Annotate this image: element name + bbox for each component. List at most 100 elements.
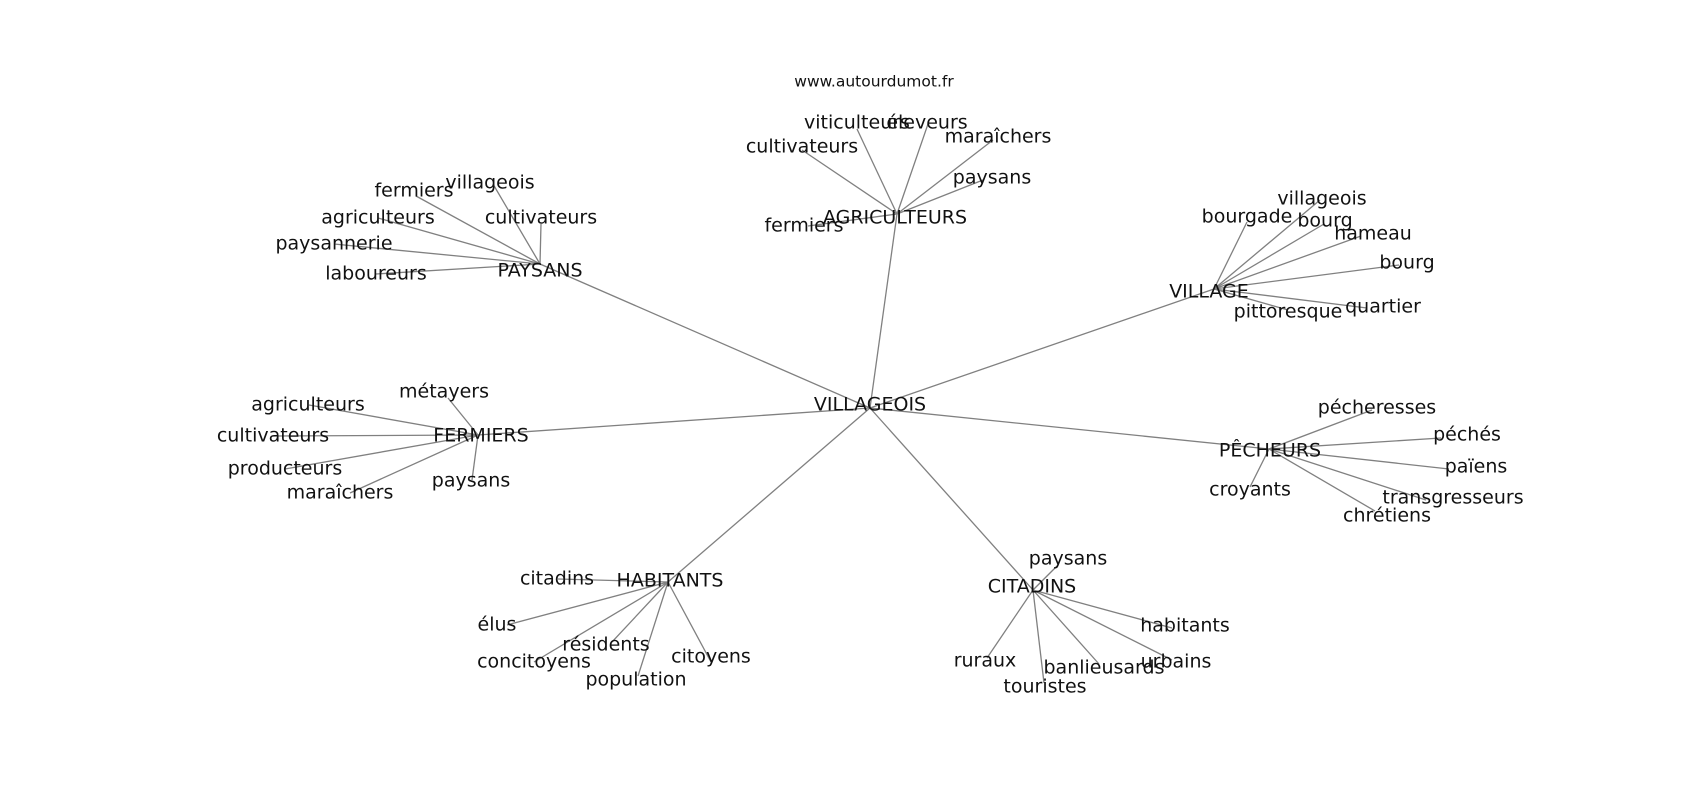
leaf-node-citadins-0: paysans xyxy=(1029,548,1107,570)
edge-village-leaf-6 xyxy=(1213,288,1368,309)
edge-village-leaf-3 xyxy=(1213,235,1362,290)
leaf-node-agriculteurs-3: cultivateurs xyxy=(746,136,858,158)
edge-pecheurs-leaf-1 xyxy=(1268,437,1442,450)
edge-village-leaf-4 xyxy=(1213,264,1400,290)
edge-center-citadins xyxy=(869,407,1034,591)
leaf-node-fermiers-0: métayers xyxy=(399,381,489,403)
leaf-node-pecheurs-5: chrétiens xyxy=(1343,505,1431,527)
leaf-node-paysans-5: laboureurs xyxy=(325,263,427,285)
leaf-node-paysans-3: cultivateurs xyxy=(485,207,597,229)
hub-node-habitants: HABITANTS xyxy=(617,570,724,592)
edge-pecheurs-leaf-3 xyxy=(1249,448,1270,488)
leaf-node-agriculteurs-2: maraîchers xyxy=(945,126,1052,148)
hub-node-agriculteurs: AGRICULTEURS xyxy=(823,207,967,229)
edge-pecheurs-leaf-2 xyxy=(1268,448,1450,470)
edge-habitants-leaf-5 xyxy=(637,581,669,677)
leaf-node-habitants-5: population xyxy=(585,669,686,691)
edge-fermiers-leaf-1 xyxy=(308,404,479,436)
hub-node-paysans: PAYSANS xyxy=(497,260,582,282)
leaf-node-village-4: bourg xyxy=(1379,252,1434,274)
edges-layer xyxy=(272,123,1450,684)
edge-village-leaf-2 xyxy=(1213,223,1325,290)
leaf-node-paysans-1: villageois xyxy=(445,172,534,194)
edge-center-pecheurs xyxy=(869,407,1270,450)
edge-habitants-leaf-0 xyxy=(557,578,669,583)
edge-paysans-leaf-1 xyxy=(492,183,541,265)
leaf-node-pecheurs-1: péchés xyxy=(1433,424,1501,446)
leaf-node-fermiers-3: producteurs xyxy=(228,458,343,480)
edge-agriculteurs-leaf-5 xyxy=(807,213,898,227)
leaf-node-paysans-0: fermiers xyxy=(374,180,453,202)
edge-village-leaf-1 xyxy=(1213,221,1248,290)
labels-layer: VILLAGEOISAGRICULTEURSviticulteurséleveu… xyxy=(217,112,1524,698)
edge-paysans-leaf-4 xyxy=(333,243,541,265)
leaf-node-pecheurs-2: païens xyxy=(1445,456,1508,478)
edge-fermiers-leaf-4 xyxy=(349,434,479,494)
edge-habitants-leaf-3 xyxy=(533,581,669,663)
leaf-node-village-6: quartier xyxy=(1345,296,1421,318)
leaf-node-habitants-4: citoyens xyxy=(671,646,751,668)
edge-fermiers-leaf-3 xyxy=(284,434,479,470)
edge-center-agriculteurs xyxy=(869,213,898,409)
leaf-node-village-3: hameau xyxy=(1334,223,1412,245)
edge-pecheurs-leaf-0 xyxy=(1268,409,1373,450)
hub-node-pecheurs: PÊCHEURS xyxy=(1219,439,1321,462)
edge-citadins-leaf-5 xyxy=(1032,589,1045,684)
edge-fermiers-leaf-5 xyxy=(471,434,479,481)
edge-citadins-leaf-0 xyxy=(1032,565,1058,591)
leaf-node-habitants-0: citadins xyxy=(520,568,594,590)
edge-citadins-leaf-1 xyxy=(1032,589,1173,629)
edge-pecheurs-leaf-5 xyxy=(1268,448,1376,512)
leaf-node-village-1: bourgade xyxy=(1202,206,1293,228)
edge-center-paysans xyxy=(539,263,871,409)
leaf-node-agriculteurs-5: fermiers xyxy=(764,215,843,237)
edge-agriculteurs-leaf-3 xyxy=(801,149,898,215)
hub-node-citadins: CITADINS xyxy=(988,576,1077,598)
edge-fermiers-leaf-0 xyxy=(447,397,479,436)
leaf-node-citadins-2: ruraux xyxy=(954,650,1017,672)
edge-village-leaf-0 xyxy=(1213,199,1321,290)
edge-agriculteurs-leaf-0 xyxy=(856,128,898,215)
edge-citadins-leaf-3 xyxy=(1032,589,1100,665)
center-node-villageois: VILLAGEOIS xyxy=(814,394,926,416)
leaf-node-citadins-1: habitants xyxy=(1140,615,1230,637)
leaf-node-habitants-3: concitoyens xyxy=(477,651,591,673)
leaf-node-pecheurs-4: transgresseurs xyxy=(1382,487,1523,509)
edge-citadins-leaf-4 xyxy=(1032,589,1173,661)
leaf-node-agriculteurs-0: viticulteurs xyxy=(804,112,910,134)
edge-citadins-leaf-2 xyxy=(986,589,1034,659)
edge-paysans-leaf-2 xyxy=(377,217,541,265)
edge-fermiers-leaf-2 xyxy=(272,434,479,437)
leaf-node-village-2: bourg xyxy=(1297,210,1352,232)
leaf-node-fermiers-2: cultivateurs xyxy=(217,425,329,447)
leaf-node-pecheurs-3: croyants xyxy=(1209,479,1291,501)
leaf-node-pecheurs-0: pécheresses xyxy=(1318,397,1436,419)
leaf-node-fermiers-4: maraîchers xyxy=(287,482,394,504)
leaf-node-agriculteurs-4: paysans xyxy=(953,167,1031,189)
edge-center-village xyxy=(869,288,1215,409)
leaf-node-citadins-4: urbains xyxy=(1141,651,1212,673)
leaf-node-citadins-3: banlieusards xyxy=(1043,657,1164,679)
edge-paysans-leaf-5 xyxy=(375,263,541,275)
edge-habitants-leaf-4 xyxy=(667,581,712,663)
leaf-node-village-0: villageois xyxy=(1277,188,1366,210)
leaf-node-habitants-2: résidents xyxy=(562,634,649,656)
leaf-node-citadins-5: touristes xyxy=(1003,676,1086,698)
edge-center-habitants xyxy=(667,407,871,583)
leaf-node-paysans-2: agriculteurs xyxy=(321,207,434,229)
hub-node-fermiers: FERMIERS xyxy=(433,425,528,447)
hub-node-village: VILLAGE xyxy=(1169,281,1249,303)
edge-habitants-leaf-2 xyxy=(611,581,669,643)
leaf-node-habitants-1: élus xyxy=(478,614,517,636)
edge-agriculteurs-leaf-1 xyxy=(896,123,929,215)
watermark-text: www.autourdumot.fr xyxy=(794,73,954,91)
leaf-node-fermiers-1: agriculteurs xyxy=(251,394,364,416)
edge-habitants-leaf-1 xyxy=(506,581,669,626)
edge-paysans-leaf-0 xyxy=(415,195,541,265)
edge-pecheurs-leaf-4 xyxy=(1268,448,1427,501)
edge-agriculteurs-leaf-2 xyxy=(896,139,994,215)
edge-village-leaf-5 xyxy=(1213,288,1289,311)
leaf-node-fermiers-5: paysans xyxy=(432,470,510,492)
edge-agriculteurs-leaf-4 xyxy=(896,179,984,215)
